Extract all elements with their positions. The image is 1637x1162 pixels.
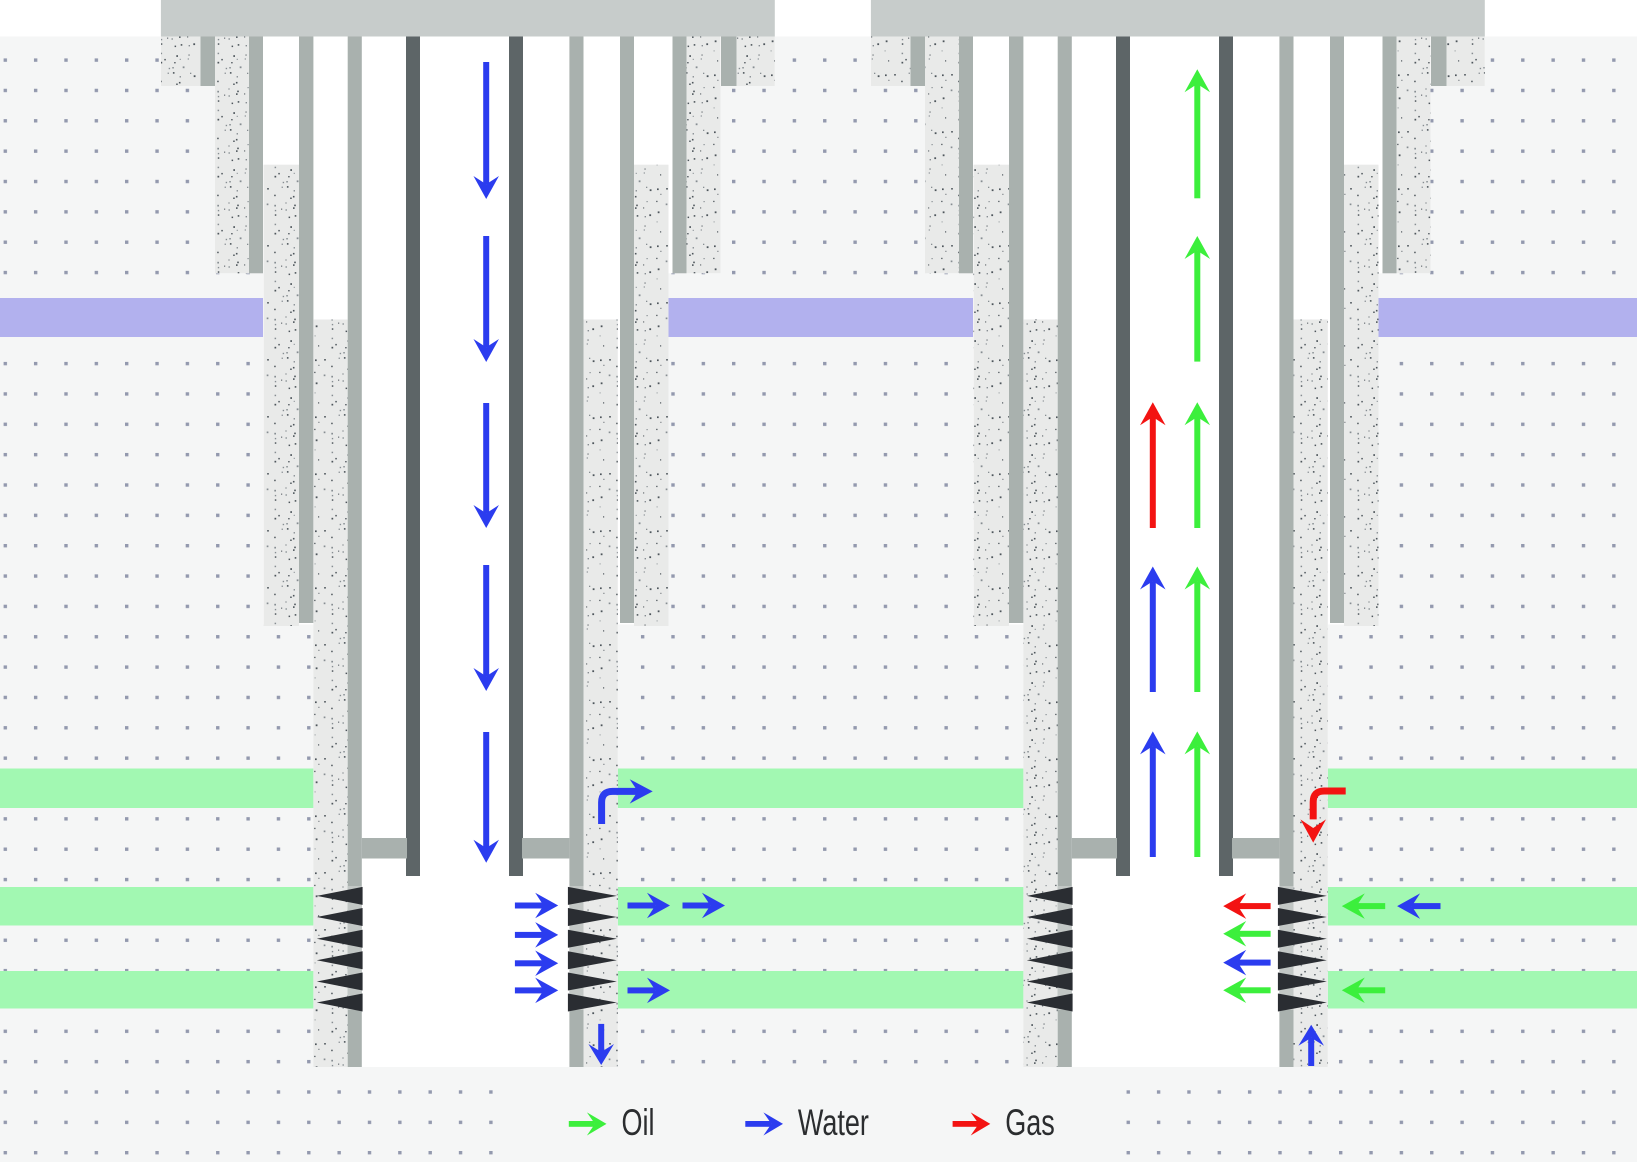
svg-text:Water: Water [798, 1102, 869, 1143]
svg-text:Oil: Oil [622, 1102, 655, 1143]
svg-text:Gas: Gas [1005, 1102, 1055, 1143]
